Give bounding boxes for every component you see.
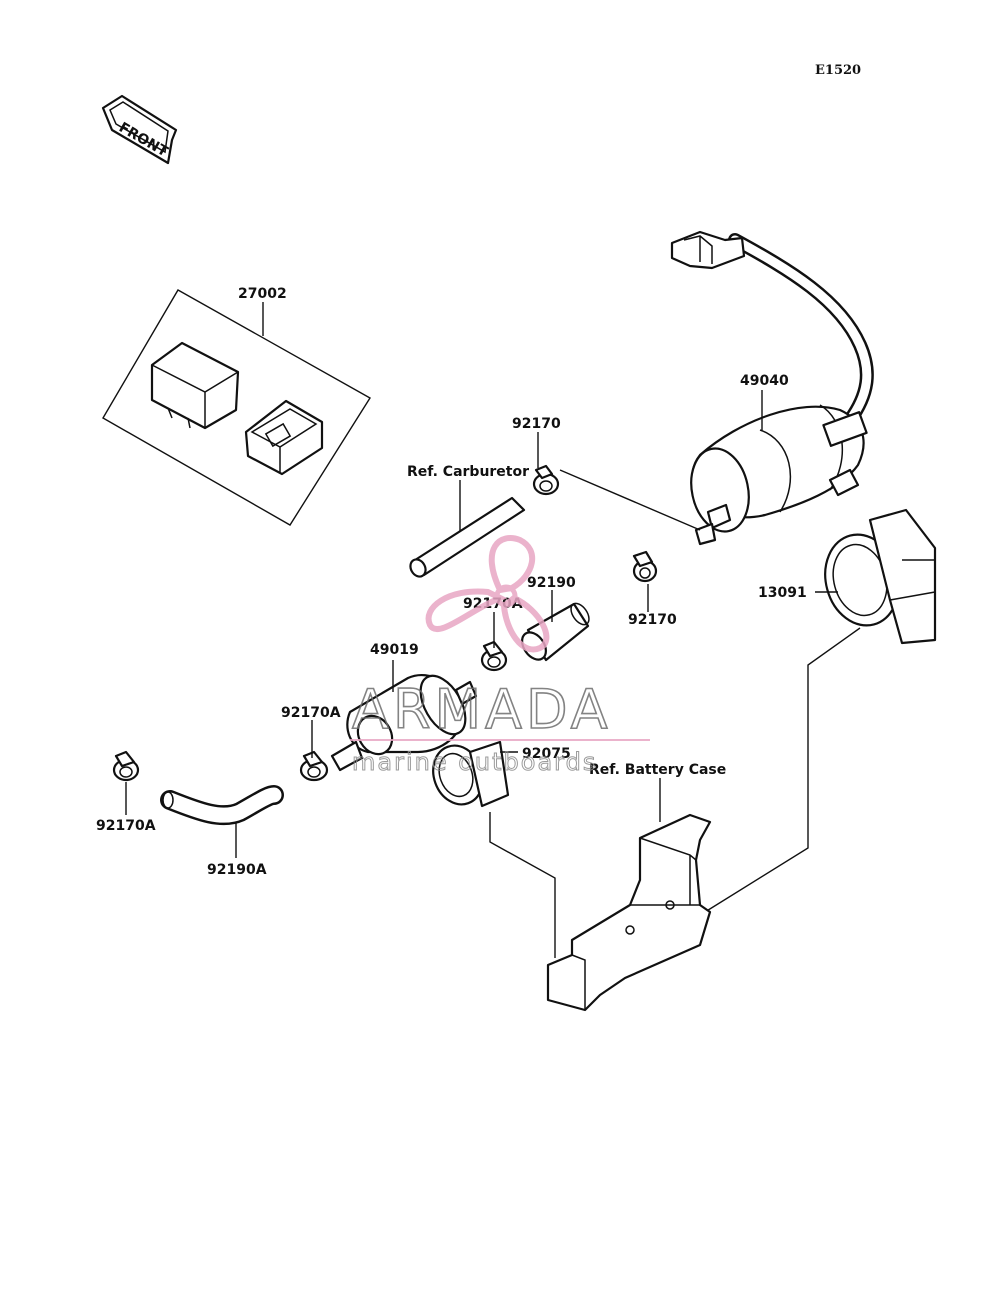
- label-92170A-far: 92170A: [96, 818, 156, 834]
- watermark-brand: ARMADA: [352, 678, 612, 741]
- label-13091: 13091: [758, 585, 807, 601]
- propeller-logo-icon: [425, 535, 550, 653]
- relay-assembly-27002: [102, 289, 371, 526]
- label-92170A-left: 92170A: [281, 705, 341, 721]
- carburetor-pipe: [409, 496, 526, 578]
- pump-bracket-13091: [824, 508, 937, 645]
- label-49040: 49040: [740, 373, 789, 389]
- diagram-code: E1520: [815, 63, 861, 78]
- armada-watermark: ARMADA marine outboards: [350, 535, 650, 777]
- label-49019: 49019: [370, 642, 419, 658]
- hose-clamp-92170A-far: [112, 750, 140, 782]
- label-92190A: 92190A: [207, 862, 267, 878]
- hose-clamp-92170-top: [532, 464, 560, 496]
- fuel-filter-49019: [330, 673, 478, 772]
- fuel-pump-49040: [670, 230, 874, 546]
- front-arrow-icon: FRONT: [101, 94, 178, 165]
- filter-clamp-92075: [432, 740, 510, 808]
- label-ref-battery-case: Ref. Battery Case: [589, 762, 726, 778]
- hose-clamp-92170-right: [632, 550, 658, 583]
- fuel-hose-92190A: [160, 785, 284, 826]
- hose-clamp-92170A-left: [299, 750, 329, 782]
- hose-clamp-92170A-mid: [480, 640, 508, 672]
- label-92170-top: 92170: [512, 416, 561, 432]
- label-92170-right: 92170: [628, 612, 677, 628]
- label-27002: 27002: [238, 286, 287, 302]
- label-ref-carburetor: Ref. Carburetor: [407, 464, 529, 480]
- label-92190: 92190: [527, 575, 576, 591]
- watermark-tagline: marine outboards: [352, 748, 597, 776]
- battery-case-bracket: [546, 813, 712, 1012]
- label-92075: 92075: [522, 746, 571, 762]
